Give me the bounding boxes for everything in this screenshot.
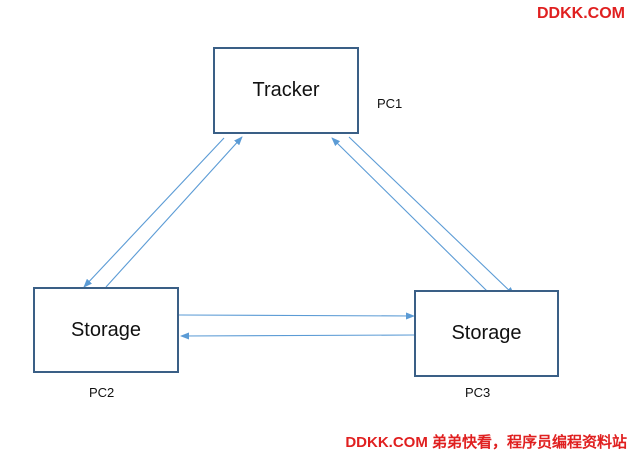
arrow-storage-right-to-tracker	[331, 137, 488, 292]
storage-label-pc2: Storage	[70, 318, 142, 341]
arrow-storage-right-to-storage-left	[180, 332, 415, 340]
storage-box-pc3: Storage	[414, 290, 559, 377]
watermark-bottom: DDKK.COM 弟弟快看，程序员编程资料站	[345, 434, 627, 451]
arrow-storage-left-to-storage-right	[178, 312, 415, 320]
arrow-tracker-to-storage-right	[348, 136, 515, 296]
tracker-label: Tracker	[252, 79, 320, 101]
storage-label-pc3: Storage	[451, 322, 522, 344]
tracker-box: Tracker	[213, 47, 359, 134]
watermark-top: DDKK.COM	[537, 5, 625, 22]
arrow-tracker-to-storage-left	[83, 137, 225, 288]
storage-box-pc2: Storage	[33, 287, 179, 373]
arrow-storage-left-to-tracker	[105, 136, 243, 288]
pc3-label: PC3	[465, 385, 491, 400]
pc2-label: PC2	[89, 385, 115, 400]
pc1-label: PC1	[377, 96, 403, 111]
